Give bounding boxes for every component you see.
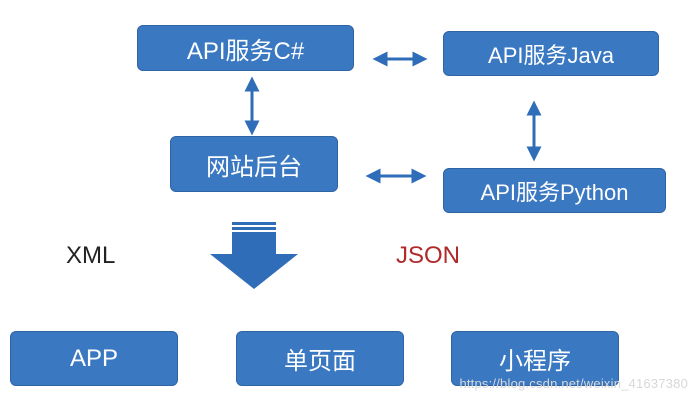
label-json: JSON: [396, 242, 461, 269]
down-arrow-icon: [210, 222, 298, 289]
label-xml: XML: [66, 242, 116, 269]
node-mini-program: 小程序: [451, 331, 619, 386]
node-app: APP: [10, 331, 178, 386]
watermark: https://blog.csdn.net/weixin_41637380: [459, 376, 688, 391]
node-single-page: 单页面: [236, 331, 404, 386]
node-api-java: API服务Java: [443, 31, 659, 76]
node-api-csharp: API服务C#: [137, 25, 354, 71]
node-api-python: API服务Python: [443, 168, 666, 213]
node-backend: 网站后台: [170, 136, 338, 192]
